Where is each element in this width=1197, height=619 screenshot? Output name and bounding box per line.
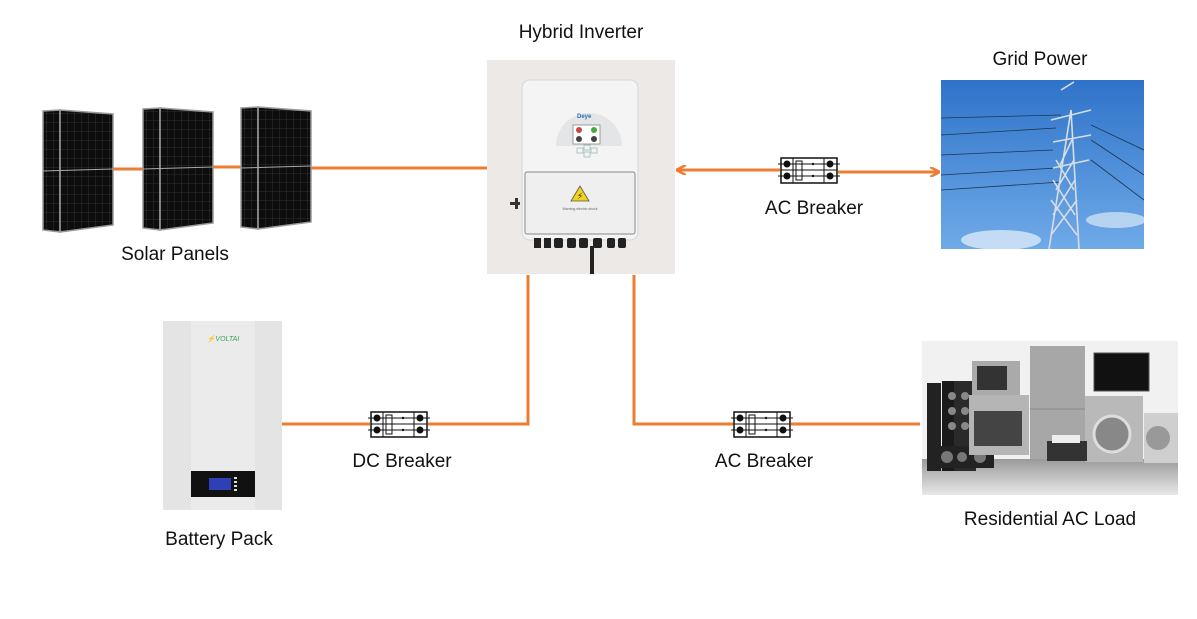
ac-breaker-load-icon[interactable] xyxy=(731,411,793,439)
grid-power-image xyxy=(941,80,1144,249)
ac-breaker-grid-icon[interactable] xyxy=(778,157,840,185)
wire-inverter-to-dc-breaker xyxy=(428,275,530,426)
inverter-label: Hybrid Inverter xyxy=(518,22,644,43)
solar-panel-3 xyxy=(240,106,312,230)
svg-text:⚡: ⚡ xyxy=(577,191,583,201)
battery-pack-label: Battery Pack xyxy=(165,529,273,550)
svg-text:Deye: Deye xyxy=(577,114,592,120)
grid-power-label: Grid Power xyxy=(992,49,1088,70)
solar-panels xyxy=(42,106,312,233)
battery-brand: ⚡VOLTAI xyxy=(207,334,240,343)
solar-panel-1 xyxy=(42,109,114,233)
dc-breaker-icon[interactable] xyxy=(368,411,430,439)
residential-ac-load-image xyxy=(922,341,1178,495)
wire-inverter-to-load-breaker xyxy=(632,275,733,426)
warning-text: Warning electric shock xyxy=(562,207,597,211)
solar-panel-2 xyxy=(142,107,214,231)
ac-breaker-grid-label: AC Breaker xyxy=(764,198,864,219)
solar-panels-label: Solar Panels xyxy=(121,244,229,265)
hybrid-inverter: Deye ⚡ Warning electric shock xyxy=(487,60,675,274)
residential-ac-load-label: Residential AC Load xyxy=(963,509,1137,530)
battery-pack: ⚡VOLTAI xyxy=(163,321,282,510)
ac-breaker-load-label: AC Breaker xyxy=(714,451,814,472)
dc-breaker-label: DC Breaker xyxy=(352,451,452,472)
